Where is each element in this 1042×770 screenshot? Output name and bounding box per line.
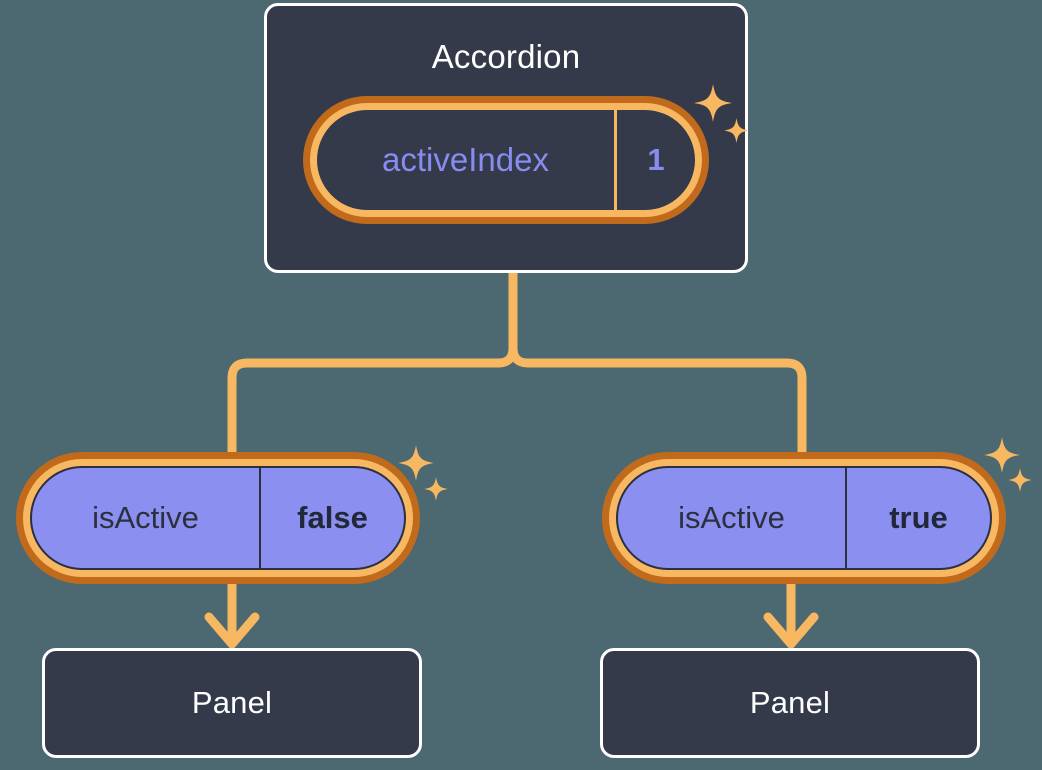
prop-pill-body-right: isActive true	[616, 466, 992, 570]
prop-pill-inner-ring-left: isActive false	[23, 459, 413, 577]
panel-title-left: Panel	[191, 685, 273, 720]
connector-root-to-left	[227, 268, 518, 467]
prop-value-is-active-right: true	[845, 468, 990, 568]
sparkle-icon	[724, 118, 749, 143]
accordion-title: Accordion	[431, 38, 581, 75]
panel-component-box-right: Panel	[600, 648, 980, 758]
arrow-right-pill-to-panel	[763, 578, 819, 649]
state-value-active-index: 1	[614, 110, 695, 210]
state-key-active-index: activeIndex	[382, 141, 549, 178]
prop-pill-is-active-true[interactable]: isActive true	[602, 452, 1006, 584]
sparkle-icon	[694, 84, 732, 122]
state-pill-inner-ring: activeIndex 1	[310, 103, 702, 217]
arrow-left-pill-to-panel	[204, 578, 260, 649]
prop-key-is-active-right: isActive	[678, 500, 785, 535]
panel-title-right: Panel	[749, 685, 831, 720]
sparkle-icon	[1008, 468, 1032, 492]
prop-pill-body-left: isActive false	[30, 466, 406, 570]
sparkle-icon	[398, 445, 434, 481]
state-pill-body: activeIndex 1	[317, 110, 695, 210]
panel-component-box-left: Panel	[42, 648, 422, 758]
state-pill-active-index[interactable]: activeIndex 1	[303, 96, 709, 224]
prop-value-is-active-left: false	[259, 468, 404, 568]
prop-pill-inner-ring-right: isActive true	[609, 459, 999, 577]
sparkle-icon	[984, 437, 1020, 473]
sparkle-icon	[424, 477, 448, 501]
prop-key-is-active-left: isActive	[92, 500, 199, 535]
connector-root-to-right	[508, 268, 807, 467]
prop-pill-is-active-false[interactable]: isActive false	[16, 452, 420, 584]
